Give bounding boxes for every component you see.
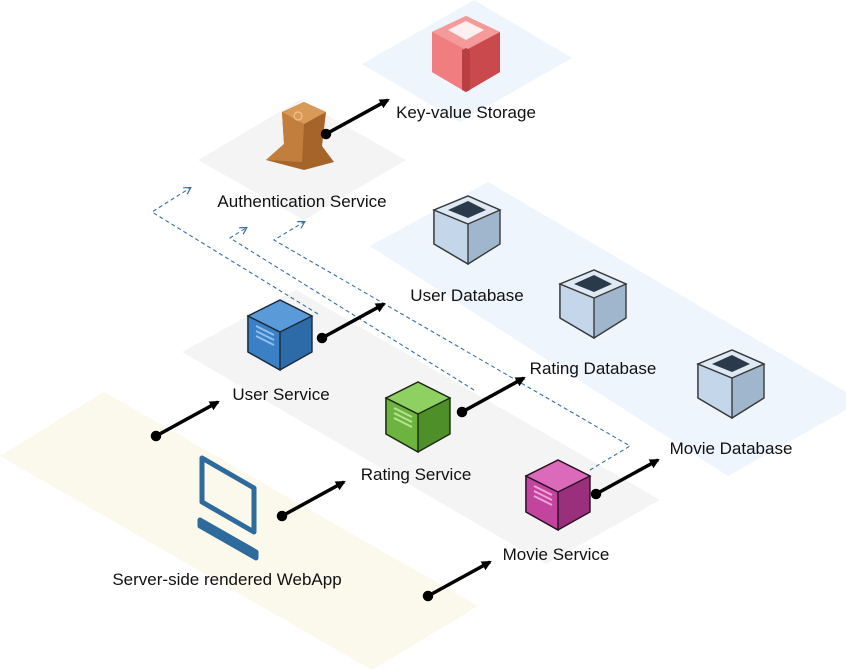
kv-storage-label: Key-value Storage [396, 103, 536, 122]
user-database-label: User Database [410, 286, 524, 305]
key-value-storage-icon [432, 16, 500, 92]
authentication-service-icon [266, 102, 334, 170]
user-service-icon [246, 299, 314, 372]
webapp-label: Server-side rendered WebApp [112, 570, 342, 589]
database-icon [558, 269, 628, 340]
dashed-link-movie-to-auth [272, 222, 632, 471]
rating-service-icon [384, 381, 452, 454]
desktop-client-icon [197, 455, 259, 561]
movie-service-label: Movie Service [502, 545, 610, 564]
arrow-user-service-to-db [316, 302, 386, 344]
client-zone-tile [0, 392, 478, 670]
user-service-label: User Service [232, 385, 330, 404]
arrow-auth-to-kv [320, 98, 390, 140]
arrow-webapp-to-user-service [150, 400, 220, 442]
arrow-webapp-to-rating-service [276, 480, 346, 522]
movie-database-label: Movie Database [669, 439, 793, 458]
auth-service-label: Authentication Service [217, 192, 387, 211]
auth-links [150, 188, 632, 471]
arrow-movie-service-to-db [590, 458, 660, 500]
rating-service-label: Rating Service [360, 465, 472, 484]
movie-service-icon [524, 459, 592, 532]
dashed-link-user-to-auth [150, 188, 319, 315]
arrows [150, 98, 660, 602]
database-icon [696, 349, 766, 420]
arrow-webapp-to-movie-service [422, 560, 492, 602]
dashed-link-rating-to-auth [228, 228, 475, 391]
rating-database-label: Rating Database [529, 359, 657, 378]
arrow-rating-service-to-db [456, 376, 526, 418]
database-icon [432, 195, 502, 266]
